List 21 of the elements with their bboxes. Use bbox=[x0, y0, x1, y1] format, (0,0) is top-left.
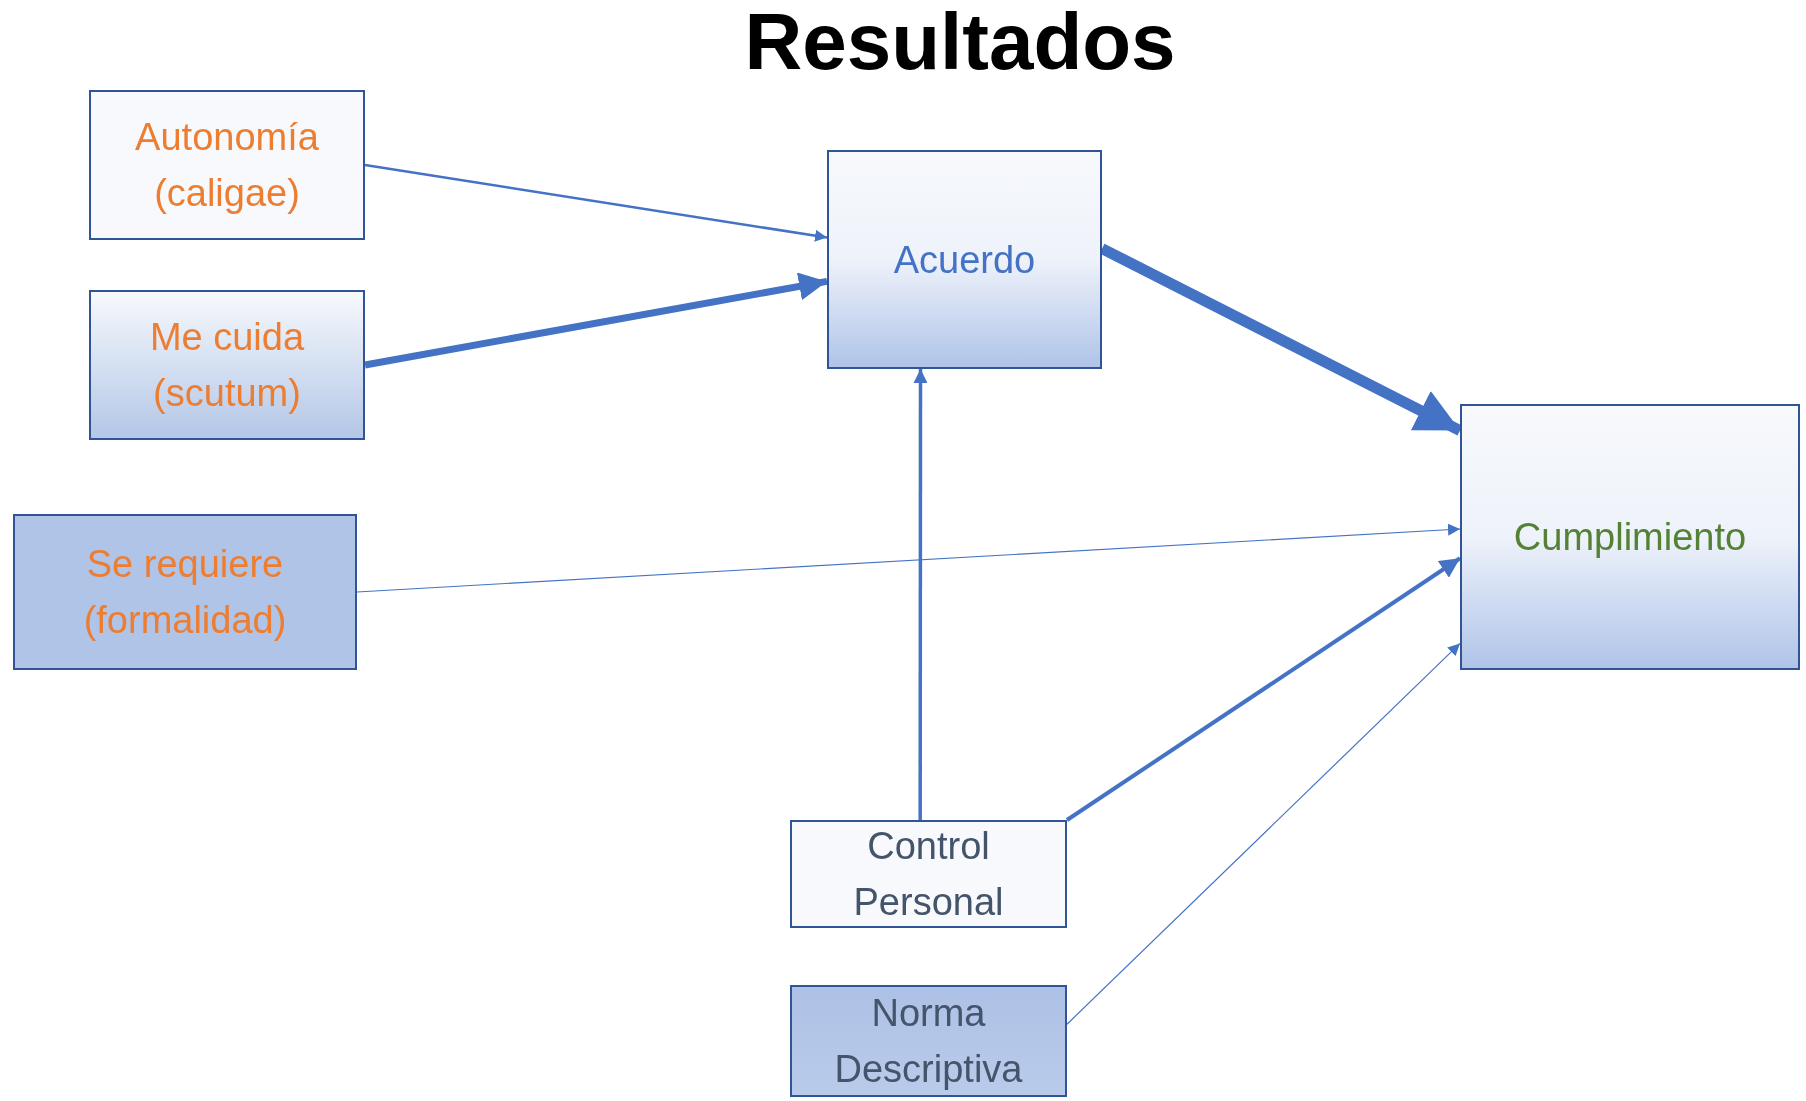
concept-box bbox=[1460, 404, 1800, 670]
arrow bbox=[356, 523, 1461, 593]
arrow bbox=[364, 272, 828, 369]
concept-box bbox=[827, 150, 1102, 369]
arrow bbox=[364, 163, 828, 242]
box-label: Control Personal bbox=[852, 824, 1005, 925]
box-label: Cumplimiento bbox=[1513, 515, 1747, 560]
box-label: Me cuida (scutum) bbox=[148, 315, 306, 416]
box-label: Acuerdo bbox=[893, 237, 1036, 283]
box-label: Se requiere (formalidad) bbox=[82, 542, 288, 643]
box-label: Norma Descriptiva bbox=[833, 991, 1024, 1092]
concept-box bbox=[13, 514, 357, 670]
arrow bbox=[1066, 642, 1461, 1025]
title: Resultados bbox=[743, 0, 1177, 84]
arrow bbox=[1065, 556, 1462, 822]
concept-box bbox=[790, 985, 1067, 1097]
concept-box bbox=[89, 90, 365, 240]
box-label: Autonomía (caligae) bbox=[134, 115, 320, 216]
concept-box bbox=[89, 290, 365, 440]
arrow bbox=[913, 369, 928, 820]
concept-box bbox=[790, 820, 1067, 928]
